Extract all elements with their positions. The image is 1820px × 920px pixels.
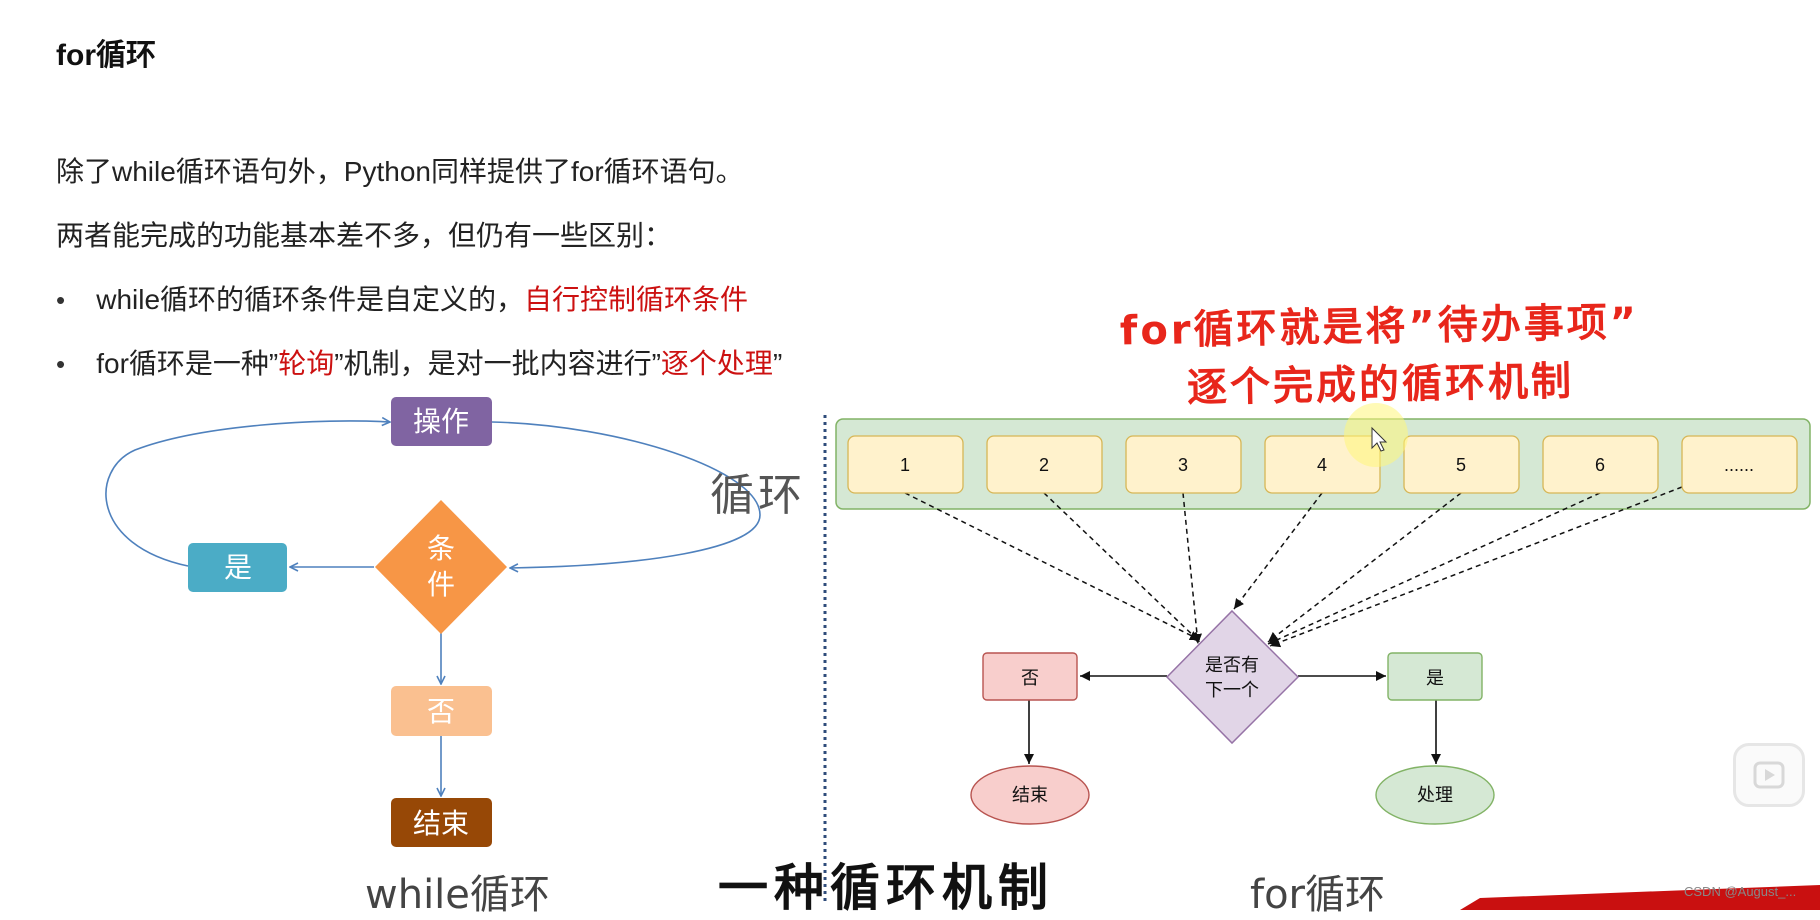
for-arrow-item-1 [904,492,1201,641]
for-item-label: 6 [1595,455,1605,475]
for-item-6: 6 [1542,435,1659,494]
red-banner-decoration [1460,885,1820,910]
bullet-for-highlight-2: 逐个处理 [660,348,773,379]
while-yes-box [188,543,287,592]
for-item-3: 3 [1125,435,1242,494]
for-decision-label-1: 是否有 [1205,655,1259,675]
for-item-5: 5 [1403,435,1520,494]
bullet-while: • while循环的循环条件是自定义的，自行控制循环条件 [56,278,748,318]
while-operate-box [391,397,492,446]
for-process-ellipse [1375,765,1495,825]
for-diagram: 1 2 3 4 5 6 ...... 是 否 [835,418,1811,825]
for-item-1: 1 [847,435,964,494]
for-item-label: 2 [1039,455,1049,475]
bullet-while-highlight: 自行控制循环条件 [524,284,749,315]
for-yes-box [1387,652,1483,701]
while-loop-arrow-right [491,421,761,568]
for-arrow-item-more [1269,486,1683,648]
for-arrow-item-3 [1182,492,1202,645]
mouse-pointer-icon [1371,426,1388,452]
play-icon [1753,761,1785,789]
for-arrow-item-5 [1267,492,1462,643]
for-item-label: ...... [1724,455,1754,475]
for-item-label: 5 [1456,455,1466,475]
for-item-label: 3 [1178,455,1188,475]
for-decision-label-2: 下一个 [1205,680,1259,700]
bullet-for: • for循环是一种”轮询”机制，是对一批内容进行”逐个处理” [56,342,782,382]
for-process-label: 处理 [1417,785,1453,805]
bullet-for-text-3: ” [772,348,783,379]
while-operate-label: 操作 [413,406,469,437]
bullet-for-text-2: ”机制，是对一批内容进行” [334,348,661,379]
for-item-label: 1 [900,455,910,475]
while-yes-label: 是 [224,552,252,583]
for-arrow-item-2 [1043,492,1201,643]
while-condition-label-2: 件 [427,569,455,600]
bullet-for-text-1: for循环是一种” [96,348,279,379]
slide-title: for循环 [56,39,156,72]
intro-line-1: 除了while循环语句外，Python同样提供了for循环语句。 [56,156,744,187]
video-play-button[interactable] [1733,743,1805,807]
for-item-label: 4 [1317,455,1327,475]
while-condition-diamond [375,500,507,634]
video-subtitle: 一种循环机制 [717,858,1054,918]
bullet-dot-icon: • [56,349,66,379]
for-item-arrows [904,486,1683,648]
for-end-ellipse [970,765,1090,825]
bullet-dot-icon: • [56,285,66,315]
while-loop-label: 循环 [710,471,806,520]
while-no-box [391,686,492,736]
for-yes-label: 是 [1426,668,1444,688]
for-item-more: ...... [1681,435,1798,494]
for-no-box [982,652,1078,701]
for-caption: for循环 [1250,872,1385,918]
csdn-watermark: CSDN @August_... [1684,884,1797,899]
bullet-while-text: while循环的循环条件是自定义的， [96,284,525,315]
intro-line-2: 两者能完成的功能基本差不多，但仍有一些区别： [56,220,673,251]
while-no-label: 否 [427,696,455,727]
for-arrow-item-4 [1233,492,1323,610]
for-arrow-item-6 [1267,492,1601,645]
while-condition-label-1: 条 [427,533,455,564]
while-diagram: 操作 条 件 是 否 结束 循环 [105,397,806,847]
while-end-label: 结束 [413,808,469,839]
bullet-for-highlight-1: 轮询 [278,348,335,379]
for-decision-diamond [1165,609,1300,745]
while-end-box [391,798,492,847]
for-no-label: 否 [1021,668,1039,688]
while-caption: while循环 [365,872,550,918]
while-loop-arrow-left [105,421,390,567]
for-end-label: 结束 [1012,785,1048,805]
for-item-2: 2 [986,435,1103,494]
